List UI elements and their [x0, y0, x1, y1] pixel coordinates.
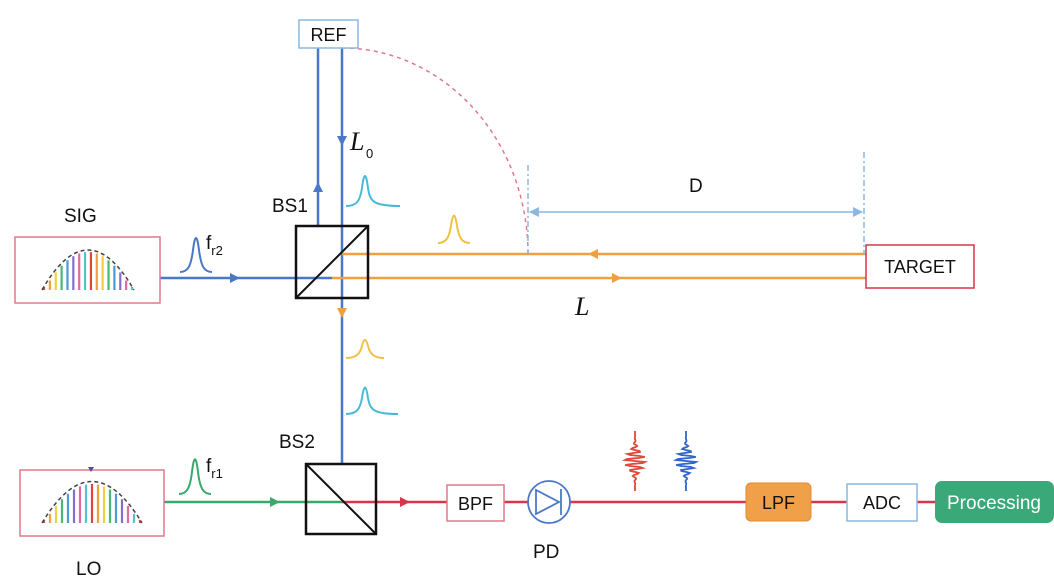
bs1-label: BS1: [272, 196, 308, 217]
ref-down-arrow: [337, 136, 347, 146]
l0-subscript: 0: [366, 146, 373, 161]
bs1-down-arrow: [337, 308, 347, 318]
sig-comb-source: [14, 236, 161, 304]
ref-equivalence-arc: [341, 47, 529, 255]
bs2-beamsplitter: [304, 462, 378, 536]
bs2-out-arrow: [400, 497, 410, 507]
lo-beam-arrow: [270, 497, 280, 507]
bpf-box: BPF: [446, 484, 505, 522]
combined-pulse-cyan-icon: [345, 386, 399, 415]
d-arrow-right: [853, 207, 863, 217]
lo-pulse-icon: [178, 458, 212, 495]
target-return-arrow: [588, 249, 598, 259]
fr1-label: fr1: [206, 456, 223, 481]
pd-label: PD: [533, 542, 559, 563]
d-arrow-left: [529, 207, 539, 217]
processing-box: Processing: [935, 481, 1054, 523]
lo-label: LO: [76, 559, 101, 578]
lpf-label: LPF: [762, 493, 795, 513]
processing-label: Processing: [947, 493, 1041, 514]
photodiode: [527, 480, 571, 524]
bs1-beamsplitter: [294, 224, 370, 300]
adc-label: ADC: [863, 493, 901, 513]
target-box: TARGET: [865, 244, 975, 289]
target-out-arrow: [612, 273, 622, 283]
bpf-label: BPF: [458, 494, 493, 514]
lo-comb-source: [19, 467, 165, 537]
target-label: TARGET: [884, 257, 956, 277]
ref-mirror: REF: [298, 19, 359, 49]
ref-pulse-icon: [345, 175, 401, 207]
ref-return-arrow: [313, 182, 323, 192]
blue-interferogram-icon: [672, 431, 700, 491]
d-label: D: [689, 176, 703, 197]
lo-comb-lines: [42, 484, 142, 523]
adc-box: ADC: [846, 483, 918, 522]
l-label: L: [574, 292, 589, 321]
sig-pulse-icon: [179, 237, 213, 273]
fr2-label: fr2: [206, 233, 223, 258]
sig-comb-lines: [42, 252, 134, 290]
l0-label: L: [349, 127, 364, 156]
bs2-label: BS2: [279, 432, 315, 453]
interferogram-wave: [621, 431, 649, 491]
sig-label: SIG: [64, 206, 97, 227]
lpf-box: LPF: [745, 482, 812, 522]
sig-beam-arrow: [230, 273, 240, 283]
target-pulse-icon: [437, 214, 471, 244]
interferogram-wave: [672, 431, 700, 491]
ref-label: REF: [311, 25, 347, 45]
combined-pulse-yellow-icon: [345, 339, 385, 359]
red-interferogram-icon: [621, 431, 649, 491]
orange-beam-paths: [332, 252, 866, 280]
